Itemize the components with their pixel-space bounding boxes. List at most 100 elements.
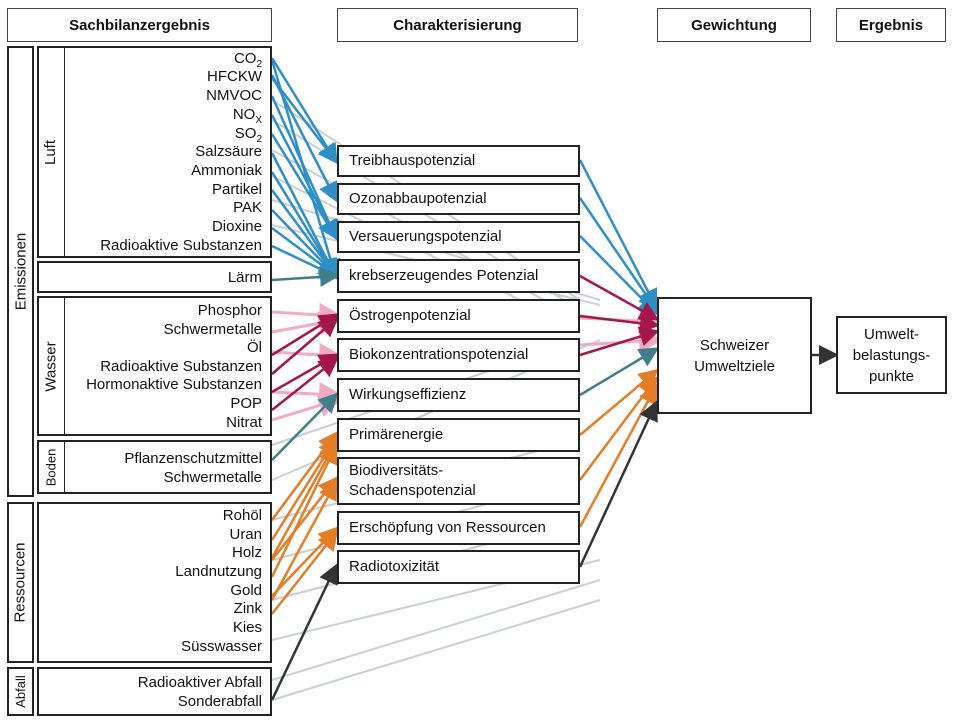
list-item-radioaktiver-abfall: Radioaktiver Abfall — [137, 674, 262, 691]
list-item-suesswasser: Süsswasser — [181, 638, 262, 655]
list-item-partikel: Partikel — [211, 181, 262, 198]
list-item-nmvoc: NMVOC — [206, 87, 262, 104]
list-item-nox: NOX — [232, 106, 262, 126]
label-wasser: Wasser — [42, 340, 60, 392]
list-item-kies: Kies — [232, 619, 262, 636]
flow-arrow-dark — [270, 563, 338, 701]
header-ergebnis: Ergebnis — [836, 8, 946, 42]
group-ressourcen — [7, 502, 34, 663]
list-item-gold: Gold — [230, 582, 262, 599]
flow-arrow-blue — [578, 159, 658, 310]
flow-arrow-teal — [271, 266, 340, 287]
flow-arrow-crimson — [271, 313, 340, 357]
flow-arrow-orange — [271, 530, 339, 615]
label-emissionen: Emissionen — [12, 232, 30, 311]
flow-arrow-blue — [270, 152, 338, 280]
list-item-oel: Öl — [247, 339, 262, 356]
flow-arrow-crimson — [271, 356, 339, 411]
flow-arrow-blue — [579, 235, 659, 316]
list-item-landnutzung: Landnutzung — [175, 563, 262, 580]
label-ressourcen: Ressourcen — [12, 542, 30, 623]
label-box-luft — [37, 46, 65, 258]
flow-arrow-orange — [578, 383, 658, 528]
wasser-list: Phosphor Schwermetalle Öl Radioaktive Su… — [66, 298, 262, 434]
label-box-wasser — [37, 296, 65, 436]
flow-arrow-blue — [270, 114, 338, 241]
flow-arrow-crimson — [271, 353, 340, 394]
section-laerm — [37, 261, 272, 293]
char-primaerenergie: Primärenergie — [337, 418, 580, 452]
char-treibhauspotenzial: Treibhauspotenzial — [337, 145, 580, 177]
header-sachbilanz: Sachbilanzergebnis — [7, 8, 272, 42]
flow-arrow-orange — [270, 443, 338, 578]
section-ressourcen — [37, 502, 272, 663]
flow-arrow-orange — [270, 479, 338, 601]
list-item-pak: PAK — [233, 199, 262, 216]
background-flow-line — [271, 599, 601, 701]
flow-arrow-blue — [578, 197, 658, 313]
flow-arrow-blue — [270, 57, 338, 165]
char-wirkungseffizienz: Wirkungseffizienz — [337, 378, 580, 412]
flow-arrow-crimson — [579, 274, 660, 321]
header-charakterisierung: Charakterisierung — [337, 8, 578, 42]
char-versauerungspotenzial: Versauerungspotenzial — [337, 221, 580, 253]
list-item-nitrat: Nitrat — [226, 414, 262, 431]
list-item-zink: Zink — [233, 600, 262, 617]
ressourcen-list: Rohöl Uran Holz Landnutzung Gold Zink Ki… — [66, 504, 262, 661]
list-item-salzsaeure: Salzsäure — [195, 143, 262, 160]
flow-arrow-orange — [270, 430, 338, 521]
list-item-laerm: Lärm — [227, 269, 262, 286]
flow-arrow-pink — [271, 302, 343, 327]
flow-arrow-teal — [271, 392, 339, 461]
list-item-rohoel: Rohöl — [222, 507, 262, 524]
list-item-holz: Holz — [231, 544, 262, 561]
flow-arrow-blue — [270, 171, 338, 280]
label-boden: Boden — [43, 448, 59, 486]
list-item-schwermetalle-boden: Schwermetalle — [163, 469, 262, 486]
flow-arrow-orange — [579, 368, 659, 436]
flow-arrow-blue — [270, 59, 341, 280]
char-oestrogenpotenzial: Östrogenpotenzial — [337, 299, 580, 333]
list-item-schwermetalle-wasser: Schwermetalle — [163, 321, 262, 338]
flow-arrow-crimson — [579, 313, 660, 334]
boden-list: Pflanzenschutzmittel Schwermetalle — [66, 442, 262, 492]
flow-arrow-crimson — [579, 326, 660, 357]
list-item-sonderabfall: Sonderabfall — [177, 693, 262, 710]
flow-arrow-blue — [270, 133, 338, 241]
label-box-boden — [37, 440, 65, 494]
label-luft: Luft — [42, 139, 60, 165]
header-gewichtung: Gewichtung — [657, 8, 811, 42]
label-abfall: Abfall — [13, 675, 28, 708]
group-abfall — [7, 667, 34, 716]
list-item-hormonaktive: Hormonaktive Substanzen — [86, 376, 262, 393]
flow-arrow-dark — [578, 400, 658, 568]
group-emissionen — [7, 46, 34, 497]
list-item-dioxine: Dioxine — [211, 218, 262, 235]
list-item-hfckw: HFCKW — [207, 68, 262, 85]
char-erschoepfung-ressourcen: Erschöpfung von Ressourcen — [337, 511, 580, 545]
list-item-pflanzenschutzmittel: Pflanzenschutzmittel — [124, 450, 262, 467]
flow-arrow-crimson — [271, 316, 339, 375]
char-biokonzentrationspotenzial: Biokonzentrationspotenzial — [337, 338, 580, 372]
section-abfall — [37, 667, 272, 716]
list-item-uran: Uran — [229, 526, 262, 543]
background-flow-line — [271, 579, 601, 681]
list-item-radioaktive-wasser: Radioaktive Substanzen — [100, 358, 262, 375]
list-item-co2: CO2 — [233, 50, 262, 70]
list-item-phosphor: Phosphor — [197, 302, 262, 319]
list-item-radioaktive-luft: Radioaktive Substanzen — [100, 237, 262, 254]
char-krebserzeugendes-potenzial: krebserzeugendes Potenzial — [337, 259, 580, 293]
list-item-pop: POP — [230, 395, 262, 412]
luft-list: CO2 HFCKW NMVOC NOX SO2 Salzsäure Ammoni… — [66, 48, 262, 256]
flow-arrow-teal — [579, 347, 660, 397]
flow-arrow-pink — [271, 342, 343, 367]
list-item-so2: SO2 — [234, 125, 262, 145]
weighting-schweizer-umweltziele: Schweizer Umweltziele — [657, 297, 812, 414]
abfall-list: Radioaktiver Abfall Sonderabfall — [66, 669, 262, 714]
char-ozonabbaupotenzial: Ozonabbaupotenzial — [337, 183, 580, 215]
list-item-ammoniak: Ammoniak — [191, 162, 262, 179]
flow-arrow-pink — [271, 382, 343, 407]
char-biodiversitaet: Biodiversitäts- Schadenspotenzial — [337, 457, 580, 505]
char-radiotoxizitaet: Radiotoxizität — [337, 550, 580, 584]
